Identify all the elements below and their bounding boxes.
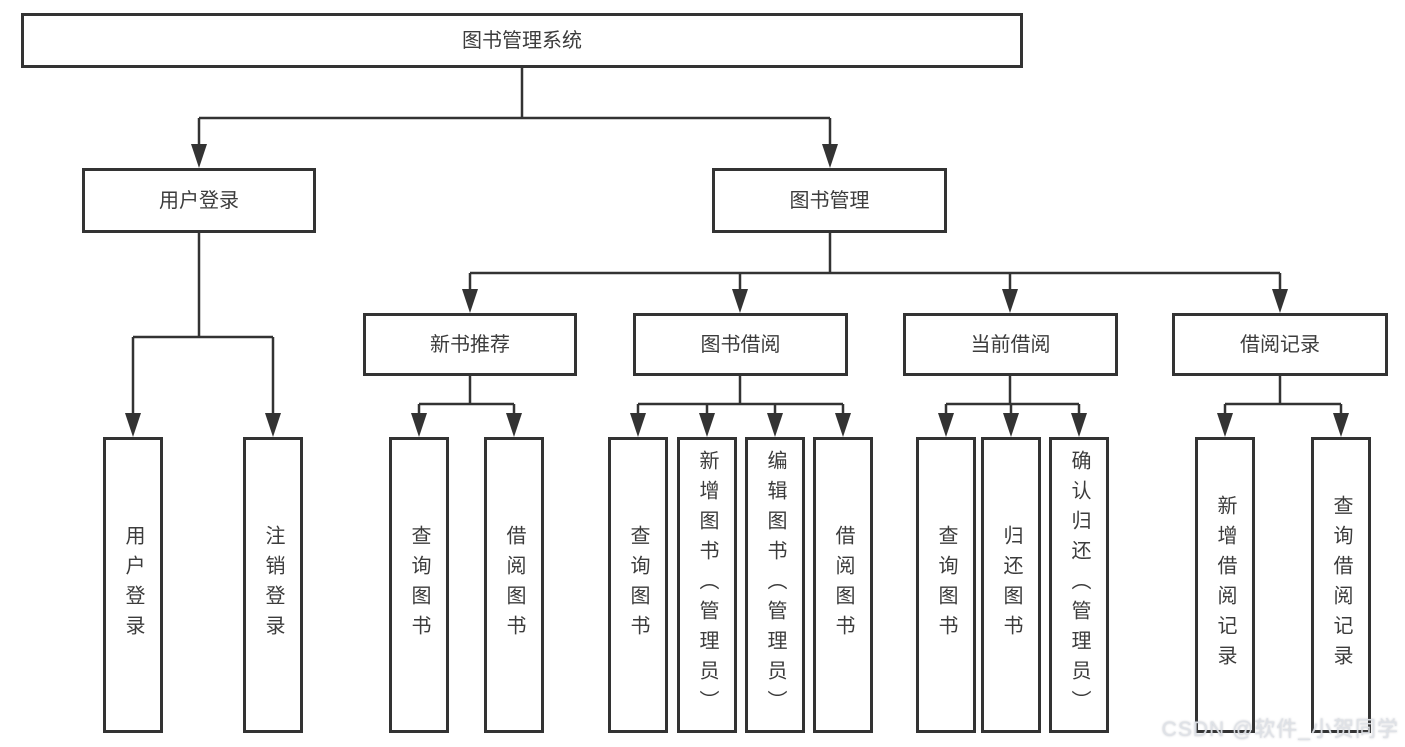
node-label: 新增图书（管理员） (696, 450, 718, 720)
node-label: 当前借阅 (970, 333, 1051, 356)
node-label: 确认归还（管理员） (1068, 450, 1090, 720)
node-label: 归还图书 (1000, 525, 1022, 645)
arrow-down-marker (462, 289, 478, 313)
leaf-borrow-books: 借阅图书 (813, 437, 873, 733)
arrow-down-marker (411, 413, 427, 437)
node-label: 借阅图书 (503, 525, 525, 645)
node-user-login: 用户登录 (82, 168, 316, 233)
node-book-management: 图书管理 (712, 168, 947, 233)
leaf-query-books-recommend: 查询图书 (389, 437, 449, 733)
leaf-add-borrow-record: 新增借阅记录 (1195, 437, 1255, 733)
arrow-down-marker (125, 413, 141, 437)
node-label: 查询图书 (408, 525, 430, 645)
arrow-down-marker (1003, 413, 1019, 437)
connector-new-book-to-leaves (417, 376, 516, 417)
arrow-down-marker (822, 144, 838, 168)
node-label: 图书管理 (789, 189, 870, 212)
node-label: 查询借阅记录 (1330, 495, 1352, 675)
connector-borrow-records-to-leaves (1223, 376, 1343, 417)
arrow-down-marker (1002, 289, 1018, 313)
leaf-return-books: 归还图书 (981, 437, 1041, 733)
leaf-add-books-admin: 新增图书（管理员） (677, 437, 737, 733)
arrow-down-marker (699, 413, 715, 437)
node-label: 用户登录 (122, 525, 144, 645)
node-label: 查询图书 (935, 525, 957, 645)
node-label: 图书管理系统 (462, 29, 582, 52)
leaf-confirm-return-admin: 确认归还（管理员） (1049, 437, 1109, 733)
connector-current-borrow-to-leaves (944, 376, 1081, 417)
arrow-down-marker (191, 144, 207, 168)
leaf-query-books-borrow: 查询图书 (608, 437, 668, 733)
arrow-down-marker (732, 289, 748, 313)
connector-book-management-to-level3 (468, 233, 1282, 293)
leaf-logout: 注销登录 (243, 437, 303, 733)
connector-root-to-level2 (197, 68, 832, 148)
node-new-book-recommendation: 新书推荐 (363, 313, 577, 376)
node-label: 编辑图书（管理员） (764, 450, 786, 720)
node-label: 注销登录 (262, 525, 284, 645)
arrow-down-marker (1217, 413, 1233, 437)
arrow-down-marker (767, 413, 783, 437)
node-label: 借阅记录 (1240, 333, 1320, 356)
leaf-query-borrow-record: 查询借阅记录 (1311, 437, 1371, 733)
arrow-down-marker (630, 413, 646, 437)
arrow-down-marker (1272, 289, 1288, 313)
node-book-borrowing: 图书借阅 (633, 313, 848, 376)
node-label: 新书推荐 (430, 333, 510, 356)
node-label: 图书借阅 (700, 333, 781, 356)
leaf-borrow-books-recommend: 借阅图书 (484, 437, 544, 733)
arrow-down-marker (835, 413, 851, 437)
connector-book-borrow-to-leaves (636, 376, 845, 417)
arrow-down-marker (1071, 413, 1087, 437)
leaf-user-login: 用户登录 (103, 437, 163, 733)
node-label: 借阅图书 (832, 525, 854, 645)
arrow-down-marker (265, 413, 281, 437)
arrow-down-marker (1333, 413, 1349, 437)
leaf-edit-books-admin: 编辑图书（管理员） (745, 437, 805, 733)
arrow-down-marker (506, 413, 522, 437)
node-borrowing-records: 借阅记录 (1172, 313, 1388, 376)
arrow-down-marker (938, 413, 954, 437)
node-label: 用户登录 (159, 189, 239, 212)
node-current-borrowing: 当前借阅 (903, 313, 1118, 376)
connector-user-login-to-leaves (131, 233, 275, 417)
node-label: 查询图书 (627, 525, 649, 645)
node-root: 图书管理系统 (21, 13, 1023, 68)
node-label: 新增借阅记录 (1214, 495, 1236, 675)
leaf-query-books-current: 查询图书 (916, 437, 976, 733)
csdn-watermark: CSDN @软件_小贺同学 (1161, 718, 1399, 741)
